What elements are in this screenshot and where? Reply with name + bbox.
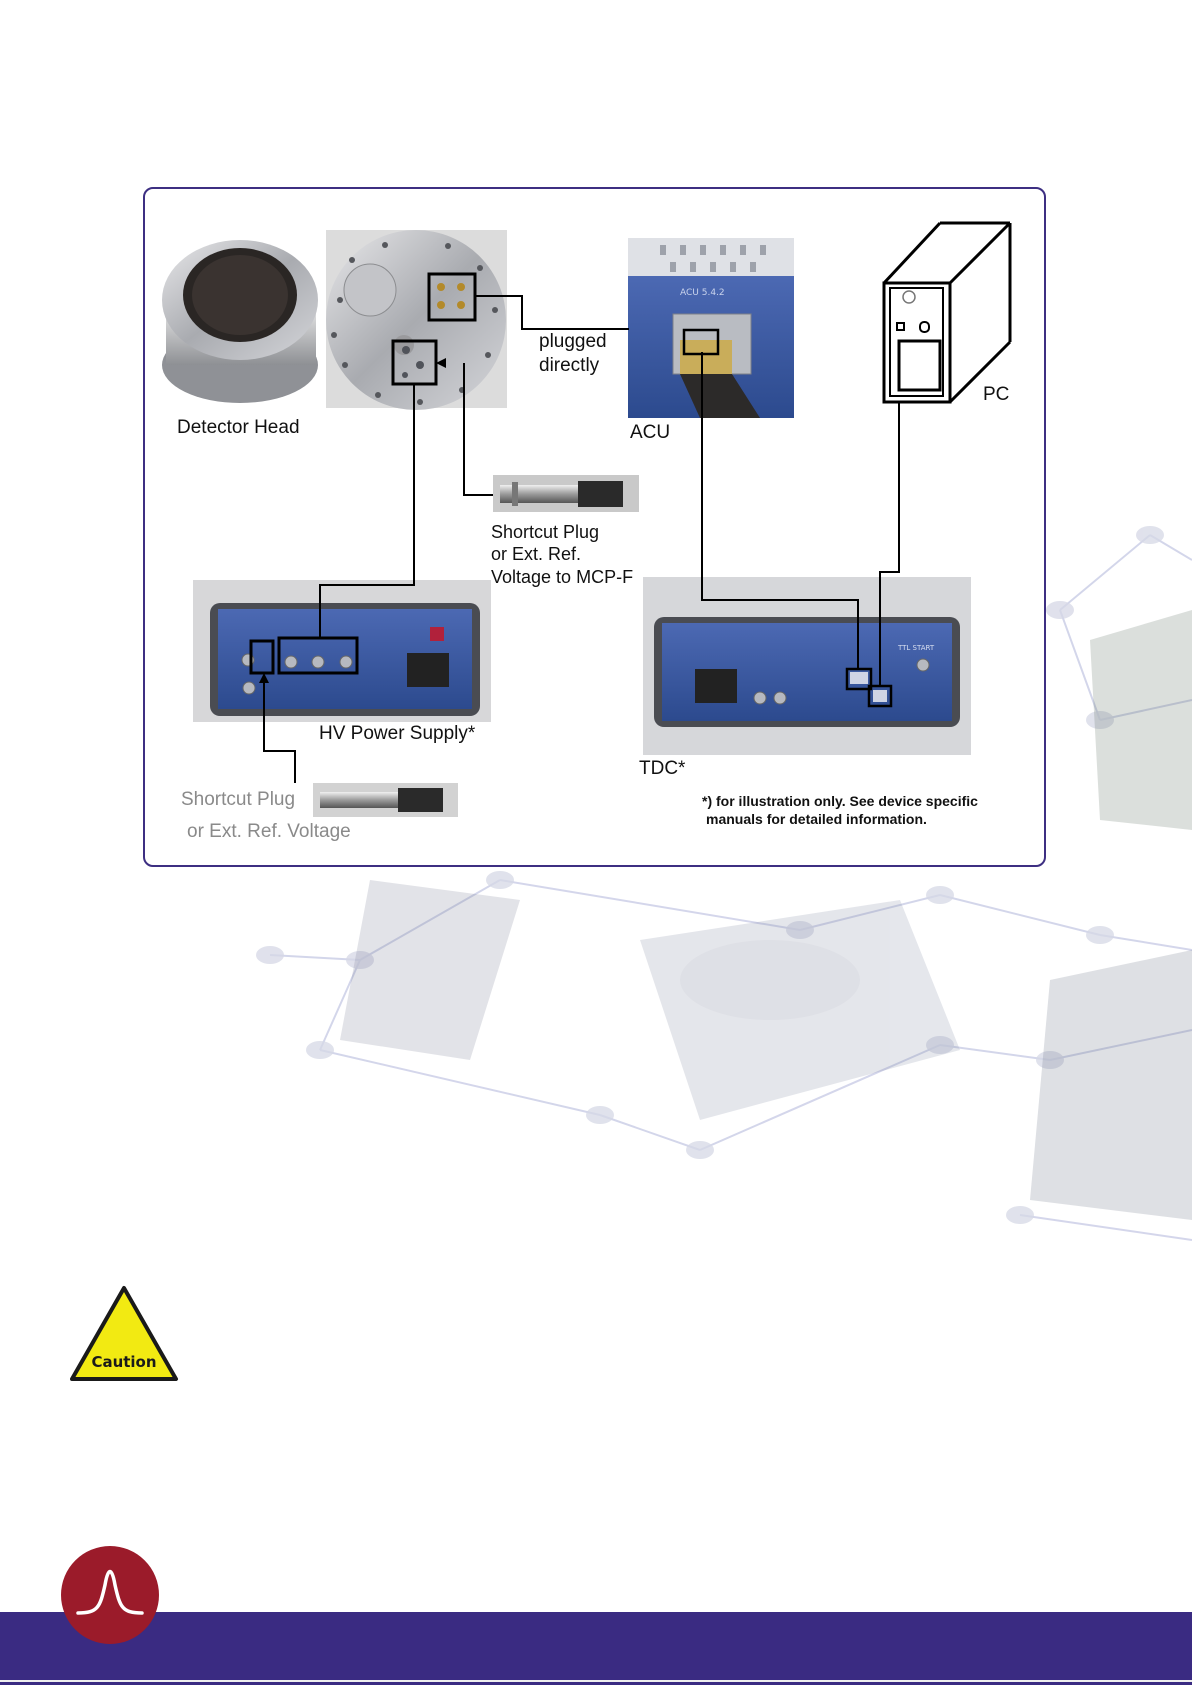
label-plugged-directly-2: directly (539, 354, 599, 378)
tdc-image: TTL START (643, 577, 971, 755)
label-plugged-directly-1: plugged (539, 330, 607, 354)
shortcut-plug-hv-image (313, 783, 458, 817)
caution-label: Caution (91, 1353, 156, 1371)
brand-logo (60, 1545, 160, 1645)
acu-plate-text: ACU 5.4.2 (680, 288, 725, 298)
label-shortcut-plug-mcp-3: Voltage to MCP-F (491, 565, 633, 589)
shortcut-plug-mcp-image (493, 475, 639, 512)
caution-icon: Caution (68, 1285, 180, 1383)
flange-image (326, 230, 507, 410)
footer-divider (0, 1680, 1192, 1682)
illustration-note-line1: *) for illustration only. See device spe… (702, 792, 978, 811)
label-tdc: TDC* (639, 757, 685, 781)
tdc-port-text: TTL START (897, 644, 935, 652)
label-pc: PC (983, 383, 1009, 407)
illustration-note-line2: manuals for detailed information. (706, 810, 927, 829)
pc-drawing (884, 223, 1010, 402)
hv-power-supply-image (193, 580, 491, 722)
label-shortcut-plug-hv-2: or Ext. Ref. Voltage (187, 820, 351, 844)
acu-image: ACU 5.4.2 (628, 238, 794, 418)
label-hv-power-supply: HV Power Supply* (319, 722, 475, 746)
label-detector-head: Detector Head (177, 416, 300, 440)
label-shortcut-plug-hv-1: Shortcut Plug (181, 788, 295, 812)
footer-bar (0, 1612, 1192, 1685)
label-shortcut-plug-mcp-2: or Ext. Ref. (491, 542, 581, 566)
label-shortcut-plug-mcp-1: Shortcut Plug (491, 520, 599, 544)
detector-head-image (160, 228, 320, 405)
label-acu: ACU (630, 421, 670, 445)
